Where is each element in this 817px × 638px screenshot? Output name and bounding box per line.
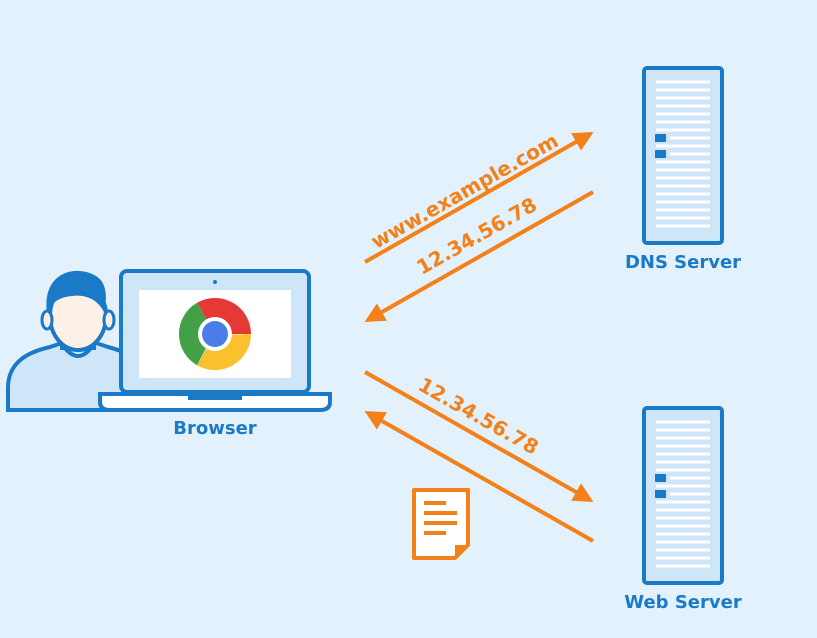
document-icon	[412, 488, 470, 560]
web-response-arrow	[364, 411, 594, 543]
browser-label: Browser	[173, 418, 257, 439]
web-server-icon	[642, 406, 724, 585]
chrome-logo-icon	[178, 297, 252, 371]
web-request-label: 12.34.56.78	[414, 372, 542, 459]
web-request-arrow	[364, 370, 594, 502]
person-icon	[6, 270, 150, 412]
server-slots	[656, 420, 710, 568]
dns-request-arrow	[364, 132, 594, 264]
web-server-label: Web Server	[624, 592, 742, 613]
dns-response-arrow	[364, 190, 594, 322]
laptop-icon	[98, 269, 332, 412]
dns-server-label: DNS Server	[625, 252, 741, 273]
dns-server-icon	[642, 66, 724, 245]
server-slots	[656, 80, 710, 228]
